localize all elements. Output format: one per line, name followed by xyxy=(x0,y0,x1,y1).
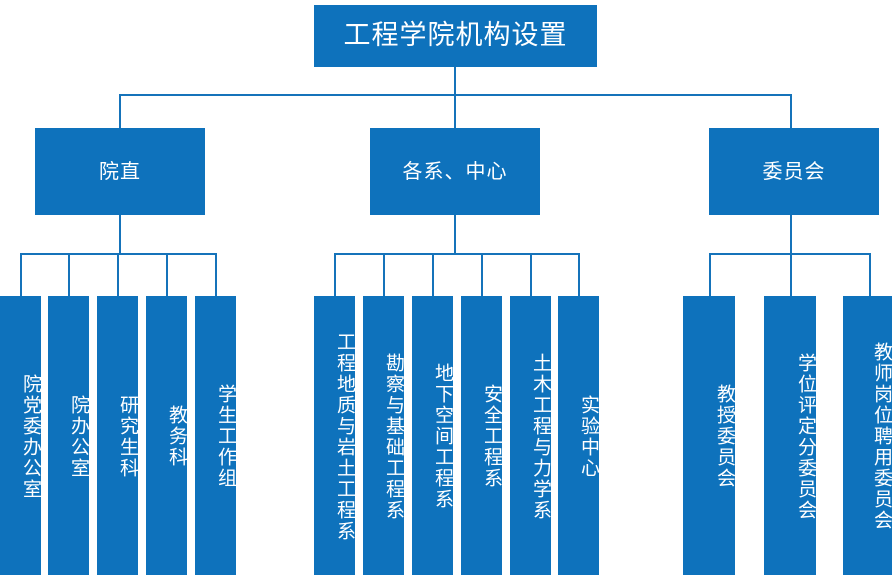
branch-node-yuanzhi[interactable]: 院直 xyxy=(35,128,205,215)
leaf-node-label: 研究生科 xyxy=(117,394,139,479)
root-node-label: 工程学院机构设置 xyxy=(343,19,568,51)
leaf-node-label: 实验中心 xyxy=(578,394,600,479)
leaf-node-label: 学位评定分委员会 xyxy=(795,352,817,521)
connector-drop-leaf-1-2 xyxy=(68,253,70,296)
leaf-node-label: 院办公室 xyxy=(68,394,90,479)
connector-drop-leaf-1-3 xyxy=(117,253,119,296)
connector-drop-leaf-3-3 xyxy=(869,253,871,296)
leaf-node-2-5[interactable]: 土木工程与力学系 xyxy=(510,296,552,575)
branch-node-label: 院直 xyxy=(99,159,141,184)
leaf-node-2-1[interactable]: 工程地质与岩土工程系 xyxy=(314,296,356,575)
branch-node-label: 各系、中心 xyxy=(402,159,508,184)
connector-drop-leaf-2-3 xyxy=(432,253,434,296)
connector-drop-branch-1 xyxy=(119,94,121,128)
leaf-node-1-4[interactable]: 教务科 xyxy=(146,296,188,575)
connector-root-stem xyxy=(454,67,456,94)
leaf-node-2-2[interactable]: 勘察与基础工程系 xyxy=(363,296,405,575)
branch-node-gexi-zhongxin[interactable]: 各系、中心 xyxy=(370,128,540,215)
leaf-node-label: 地下空间工程系 xyxy=(432,363,454,510)
connector-drop-leaf-2-6 xyxy=(578,253,580,296)
leaf-node-3-3[interactable]: 教师岗位聘用委员会 xyxy=(843,296,892,575)
connector-drop-leaf-1-4 xyxy=(166,253,168,296)
leaf-node-3-1[interactable]: 教授委员会 xyxy=(683,296,736,575)
branch-node-label: 委员会 xyxy=(762,159,826,184)
connector-stem-branch-3 xyxy=(790,215,792,253)
connector-drop-leaf-3-1 xyxy=(709,253,711,296)
connector-stem-branch-1 xyxy=(119,215,121,253)
connector-drop-leaf-2-1 xyxy=(334,253,336,296)
leaf-node-label: 安全工程系 xyxy=(481,384,503,489)
leaf-node-label: 教师岗位聘用委员会 xyxy=(871,342,892,531)
leaf-node-label: 土木工程与力学系 xyxy=(530,352,552,521)
connector-drop-leaf-1-1 xyxy=(20,253,22,296)
connector-drop-leaf-3-2 xyxy=(790,253,792,296)
connector-drop-leaf-2-4 xyxy=(481,253,483,296)
leaf-node-1-3[interactable]: 研究生科 xyxy=(97,296,139,575)
connector-drop-branch-2 xyxy=(454,94,456,128)
leaf-node-label: 院党委办公室 xyxy=(20,373,42,500)
leaf-node-1-2[interactable]: 院办公室 xyxy=(48,296,90,575)
connector-drop-branch-3 xyxy=(790,94,792,128)
connector-stem-branch-2 xyxy=(454,215,456,253)
leaf-node-label: 教务科 xyxy=(166,405,188,468)
root-node[interactable]: 工程学院机构设置 xyxy=(314,5,597,67)
connector-bus-branch-2 xyxy=(334,253,579,255)
connector-drop-leaf-2-5 xyxy=(530,253,532,296)
leaf-node-label: 教授委员会 xyxy=(714,384,736,489)
connector-drop-leaf-2-2 xyxy=(383,253,385,296)
leaf-node-label: 工程地质与岩土工程系 xyxy=(334,331,356,542)
leaf-node-1-5[interactable]: 学生工作组 xyxy=(195,296,237,575)
connector-drop-leaf-1-5 xyxy=(215,253,217,296)
leaf-node-3-2[interactable]: 学位评定分委员会 xyxy=(764,296,817,575)
leaf-node-2-4[interactable]: 安全工程系 xyxy=(461,296,503,575)
branch-node-weiyuanhui[interactable]: 委员会 xyxy=(709,128,879,215)
leaf-node-2-6[interactable]: 实验中心 xyxy=(558,296,600,575)
leaf-node-label: 勘察与基础工程系 xyxy=(383,352,405,521)
leaf-node-1-1[interactable]: 院党委办公室 xyxy=(0,296,42,575)
leaf-node-2-3[interactable]: 地下空间工程系 xyxy=(412,296,454,575)
leaf-node-label: 学生工作组 xyxy=(215,384,237,489)
